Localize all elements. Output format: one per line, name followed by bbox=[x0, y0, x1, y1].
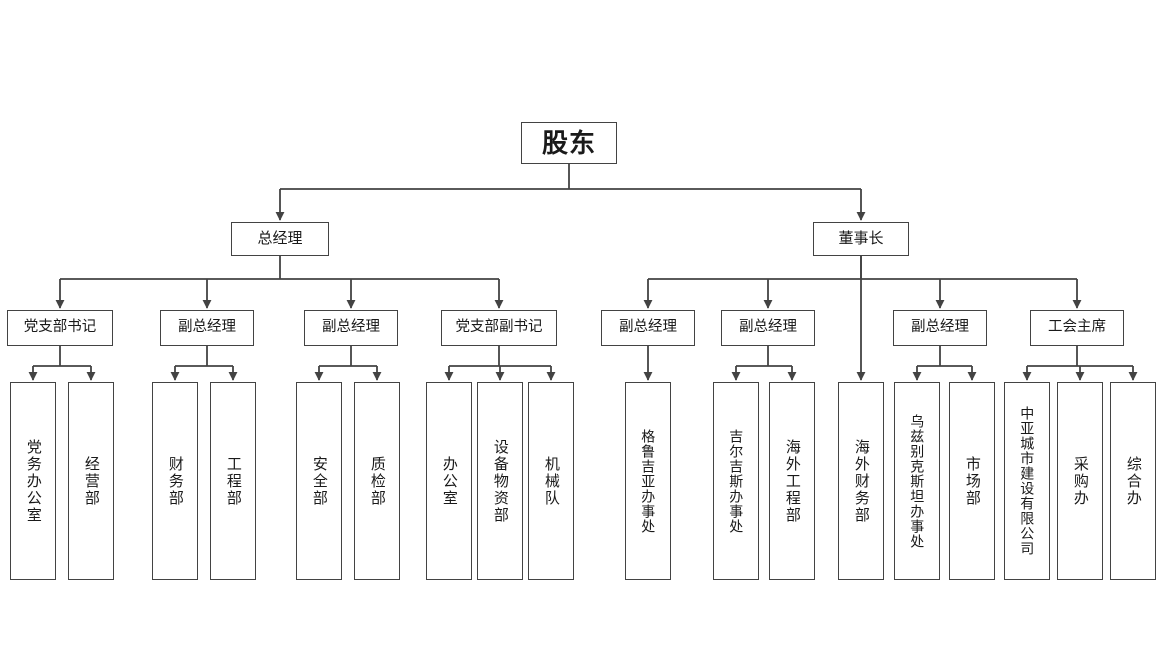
node-safety-dept[interactable]: 安全部 bbox=[296, 382, 342, 580]
node-georgia-office-label: 格鲁吉亚办事处 bbox=[640, 428, 657, 534]
node-dgm-3-label: 副总经理 bbox=[619, 319, 677, 336]
node-overseas-engineering-dept[interactable]: 海外工程部 bbox=[769, 382, 815, 580]
node-party-deputy-secretary[interactable]: 党支部副书记 bbox=[441, 310, 557, 346]
node-party-secretary[interactable]: 党支部书记 bbox=[7, 310, 113, 346]
node-central-asia-urban-construction[interactable]: 中亚城市建设有限公司 bbox=[1004, 382, 1050, 580]
node-machinery-team-label: 机械队 bbox=[542, 455, 560, 507]
node-gm[interactable]: 总经理 bbox=[231, 222, 329, 256]
node-dgm-5-label: 副总经理 bbox=[911, 319, 969, 336]
node-chairman[interactable]: 董事长 bbox=[813, 222, 909, 256]
node-dgm-2-label: 副总经理 bbox=[322, 319, 380, 336]
node-quality-inspection-dept-label: 质检部 bbox=[368, 455, 386, 507]
node-root[interactable]: 股东 bbox=[521, 122, 617, 164]
node-party-deputy-secretary-label: 党支部副书记 bbox=[455, 319, 543, 336]
node-chairman-label: 董事长 bbox=[838, 230, 884, 248]
node-uzbekistan-office[interactable]: 乌兹别克斯坦办事处 bbox=[894, 382, 940, 580]
node-kyrgyzstan-office-label: 吉尔吉斯办事处 bbox=[728, 428, 745, 534]
node-party-affairs-office-label: 党务办公室 bbox=[24, 438, 42, 524]
node-engineering-dept[interactable]: 工程部 bbox=[210, 382, 256, 580]
node-operations-dept[interactable]: 经营部 bbox=[68, 382, 114, 580]
node-machinery-team[interactable]: 机械队 bbox=[528, 382, 574, 580]
node-georgia-office[interactable]: 格鲁吉亚办事处 bbox=[625, 382, 671, 580]
node-overseas-finance-dept[interactable]: 海外财务部 bbox=[838, 382, 884, 580]
node-finance-dept[interactable]: 财务部 bbox=[152, 382, 198, 580]
node-finance-dept-label: 财务部 bbox=[166, 455, 184, 507]
node-equipment-materials-dept-label: 设备物资部 bbox=[491, 438, 509, 524]
node-union-chairman-label: 工会主席 bbox=[1048, 319, 1106, 336]
node-uzbekistan-office-label: 乌兹别克斯坦办事处 bbox=[909, 413, 926, 549]
node-party-secretary-label: 党支部书记 bbox=[23, 319, 97, 336]
node-general-office[interactable]: 综合办 bbox=[1110, 382, 1156, 580]
node-overseas-finance-dept-label: 海外财务部 bbox=[852, 438, 870, 524]
node-equipment-materials-dept[interactable]: 设备物资部 bbox=[477, 382, 523, 580]
node-dgm-4-label: 副总经理 bbox=[739, 319, 797, 336]
node-overseas-engineering-dept-label: 海外工程部 bbox=[783, 438, 801, 524]
node-office[interactable]: 办公室 bbox=[426, 382, 472, 580]
node-root-label: 股东 bbox=[541, 127, 596, 158]
node-safety-dept-label: 安全部 bbox=[310, 455, 328, 507]
node-dgm-1-label: 副总经理 bbox=[178, 319, 236, 336]
node-dgm-5[interactable]: 副总经理 bbox=[893, 310, 987, 346]
node-party-affairs-office[interactable]: 党务办公室 bbox=[10, 382, 56, 580]
node-gm-label: 总经理 bbox=[257, 230, 303, 248]
node-general-office-label: 综合办 bbox=[1124, 455, 1142, 507]
node-office-label: 办公室 bbox=[440, 455, 458, 507]
node-procurement-office-label: 采购办 bbox=[1071, 455, 1089, 507]
node-kyrgyzstan-office[interactable]: 吉尔吉斯办事处 bbox=[713, 382, 759, 580]
node-dgm-1[interactable]: 副总经理 bbox=[160, 310, 254, 346]
node-operations-dept-label: 经营部 bbox=[82, 455, 100, 507]
node-dgm-3[interactable]: 副总经理 bbox=[601, 310, 695, 346]
node-marketing-dept-label: 市场部 bbox=[963, 455, 981, 507]
node-central-asia-urban-construction-label: 中亚城市建设有限公司 bbox=[1019, 406, 1036, 556]
node-procurement-office[interactable]: 采购办 bbox=[1057, 382, 1103, 580]
node-dgm-2[interactable]: 副总经理 bbox=[304, 310, 398, 346]
node-union-chairman[interactable]: 工会主席 bbox=[1030, 310, 1124, 346]
node-quality-inspection-dept[interactable]: 质检部 bbox=[354, 382, 400, 580]
node-marketing-dept[interactable]: 市场部 bbox=[949, 382, 995, 580]
node-dgm-4[interactable]: 副总经理 bbox=[721, 310, 815, 346]
node-engineering-dept-label: 工程部 bbox=[224, 455, 242, 507]
